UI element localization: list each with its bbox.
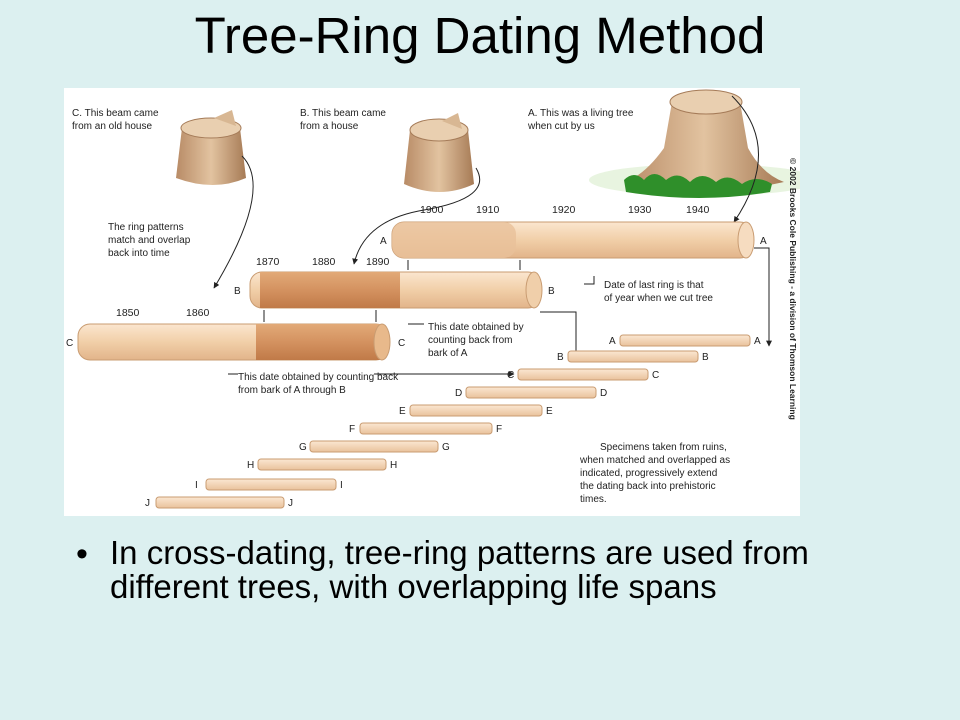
svg-text:1920: 1920 (552, 204, 576, 216)
svg-text:D: D (600, 388, 607, 399)
svg-text:B: B (557, 352, 564, 363)
note-match-2: match and overlap (108, 235, 191, 246)
stump-c (176, 110, 246, 185)
note-last-ring-2: of year when we cut tree (604, 293, 713, 304)
note-count-a-2: counting back from (428, 335, 513, 346)
bullet-dot: • (76, 535, 88, 573)
source-label-a-2: when cut by us (527, 121, 595, 132)
svg-text:1900: 1900 (420, 204, 444, 216)
svg-text:A: A (380, 236, 387, 247)
note-count-a-3: bark of A (428, 348, 468, 359)
svg-text:C: C (652, 370, 659, 381)
stump-a (589, 89, 800, 198)
years-a: 1900 1910 1920 1930 1940 (420, 204, 710, 216)
years-c: 1850 1860 (116, 307, 210, 319)
match-arrows (263, 260, 521, 322)
svg-text:G: G (442, 442, 450, 453)
note-match-1: The ring patterns (108, 222, 184, 233)
note-count-a-1: This date obtained by (428, 322, 524, 333)
svg-text:I: I (195, 480, 198, 491)
svg-text:F: F (496, 424, 502, 435)
figure-svg: C. This beam came from an old house B. T… (66, 89, 800, 509)
svg-text:E: E (546, 406, 553, 417)
log-b: B B (234, 271, 555, 309)
source-label-c-2: from an old house (72, 121, 152, 132)
svg-text:H: H (247, 460, 254, 471)
source-label-b-1: B. This beam came (300, 108, 386, 119)
svg-text:1930: 1930 (628, 204, 652, 216)
svg-text:C: C (507, 370, 514, 381)
note-match-3: back into time (108, 248, 170, 259)
log-c: C C (66, 323, 405, 361)
bullet-text: In cross-dating, tree-ring patterns are … (110, 534, 809, 605)
svg-text:1870: 1870 (256, 256, 280, 268)
svg-text:J: J (288, 498, 293, 509)
svg-text:C: C (66, 338, 73, 349)
svg-text:A: A (760, 236, 767, 247)
note-ruins-2: when matched and overlapped as (579, 455, 730, 466)
svg-text:1910: 1910 (476, 204, 500, 216)
svg-text:1860: 1860 (186, 307, 210, 319)
svg-text:A: A (754, 336, 761, 347)
stump-b (404, 113, 474, 192)
svg-text:G: G (299, 442, 307, 453)
svg-text:I: I (340, 480, 343, 491)
svg-text:C: C (398, 338, 405, 349)
note-ruins-1: Specimens taken from ruins, (600, 442, 727, 453)
svg-text:F: F (349, 424, 355, 435)
slide-title: Tree-Ring Dating Method (194, 7, 766, 64)
svg-text:1890: 1890 (366, 256, 390, 268)
note-last-ring-1: Date of last ring is that (604, 280, 704, 291)
source-label-a-1: A. This was a living tree (528, 108, 634, 119)
svg-text:D: D (455, 388, 462, 399)
svg-text:E: E (399, 406, 406, 417)
note-count-ab-2: from bark of A through B (238, 385, 346, 396)
svg-text:B: B (702, 352, 709, 363)
svg-text:B: B (234, 286, 241, 297)
svg-text:A: A (609, 336, 616, 347)
note-ruins-5: times. (580, 494, 607, 505)
svg-text:J: J (145, 498, 150, 509)
source-label-c-1: C. This beam came (72, 108, 159, 119)
svg-text:H: H (390, 460, 397, 471)
note-ruins-3: indicated, progressively extend (580, 468, 717, 479)
svg-text:1880: 1880 (312, 256, 336, 268)
svg-text:B: B (548, 286, 555, 297)
credit-text: © 2002 Brooks Cole Publishing - a divisi… (788, 158, 798, 420)
source-label-b-2: from a house (300, 121, 359, 132)
note-ruins-4: the dating back into prehistoric (580, 481, 716, 492)
svg-text:1940: 1940 (686, 204, 710, 216)
years-b: 1870 1880 1890 (256, 256, 390, 268)
log-a: A A (380, 221, 767, 259)
note-count-ab-1: This date obtained by counting back (238, 372, 399, 383)
svg-text:1850: 1850 (116, 307, 140, 319)
tree-ring-figure: C. This beam came from an old house B. T… (64, 88, 800, 516)
